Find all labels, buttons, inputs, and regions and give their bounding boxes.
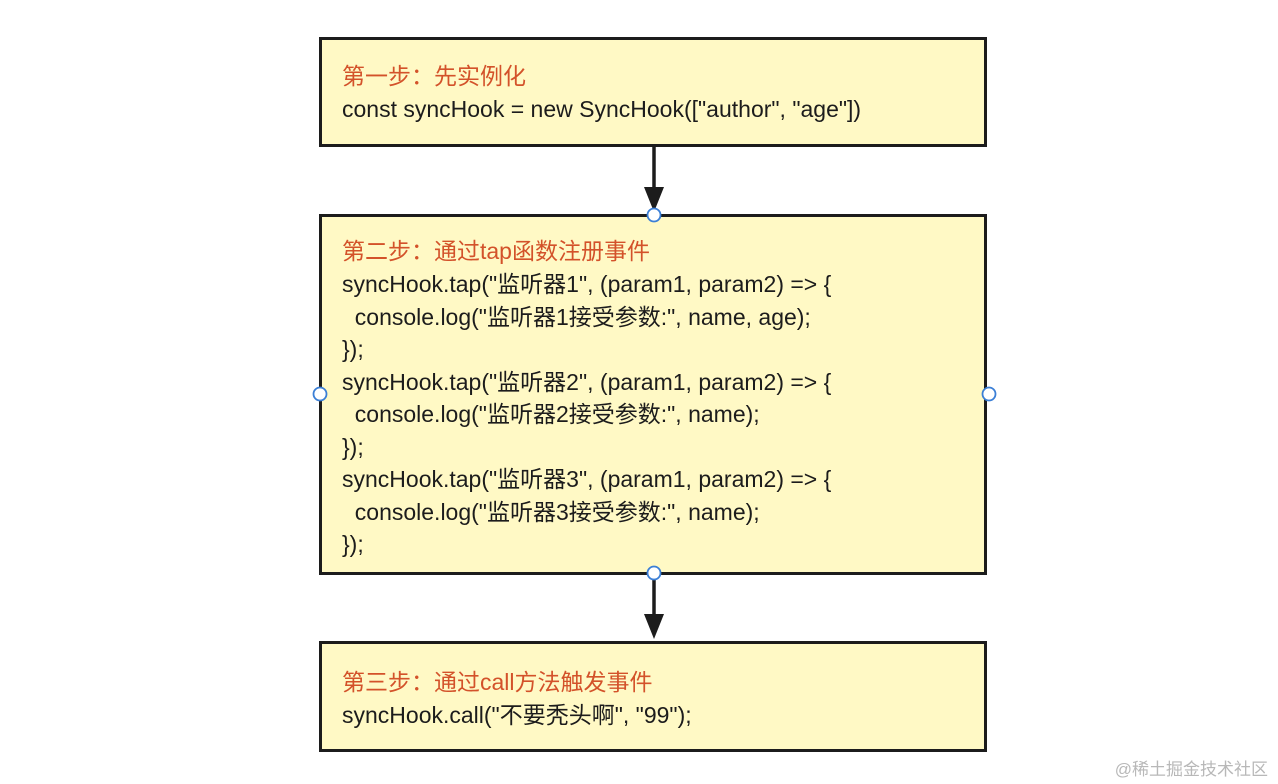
step-3-heading: 第三步：通过call方法触发事件 [342, 669, 653, 695]
step-2-code-line: }); [342, 336, 364, 362]
step-1-code-line: const syncHook = new SyncHook(["author",… [342, 96, 862, 122]
step-2-code-line: syncHook.tap("监听器3", (param1, param2) =>… [342, 466, 832, 492]
step-2-code-line: console.log("监听器2接受参数:", name); [342, 401, 760, 427]
step-2-code-line: console.log("监听器1接受参数:", name, age); [342, 303, 811, 330]
arrow-step2-to-step3[interactable] [644, 575, 664, 639]
arrow-step1-to-step2[interactable] [644, 147, 664, 212]
step-2-code-line: }); [342, 433, 364, 460]
step-2-code-line: syncHook.tap("监听器2", (param1, param2) =>… [342, 368, 832, 395]
step-2-code-line: syncHook.tap("监听器1", (param1, param2) =>… [342, 271, 832, 297]
step-1-box[interactable]: 第一步：先实例化 const syncHook = new SyncHook([… [319, 37, 987, 147]
watermark: @稀土掘金技术社区 [1114, 760, 1268, 779]
step-2-box[interactable]: 第二步：通过tap函数注册事件 syncHook.tap("监听器1", (pa… [319, 214, 987, 575]
step-2-code-line: }); [342, 531, 364, 557]
step-3-box[interactable]: 第三步：通过call方法触发事件 syncHook.call("不要秃头啊", … [319, 641, 987, 752]
step-3-code-line: syncHook.call("不要秃头啊", "99"); [342, 702, 692, 728]
step-1-heading: 第一步：先实例化 [342, 63, 526, 89]
step-2-code-line: console.log("监听器3接受参数:", name); [342, 498, 760, 525]
step-2-heading: 第二步：通过tap函数注册事件 [342, 238, 650, 264]
